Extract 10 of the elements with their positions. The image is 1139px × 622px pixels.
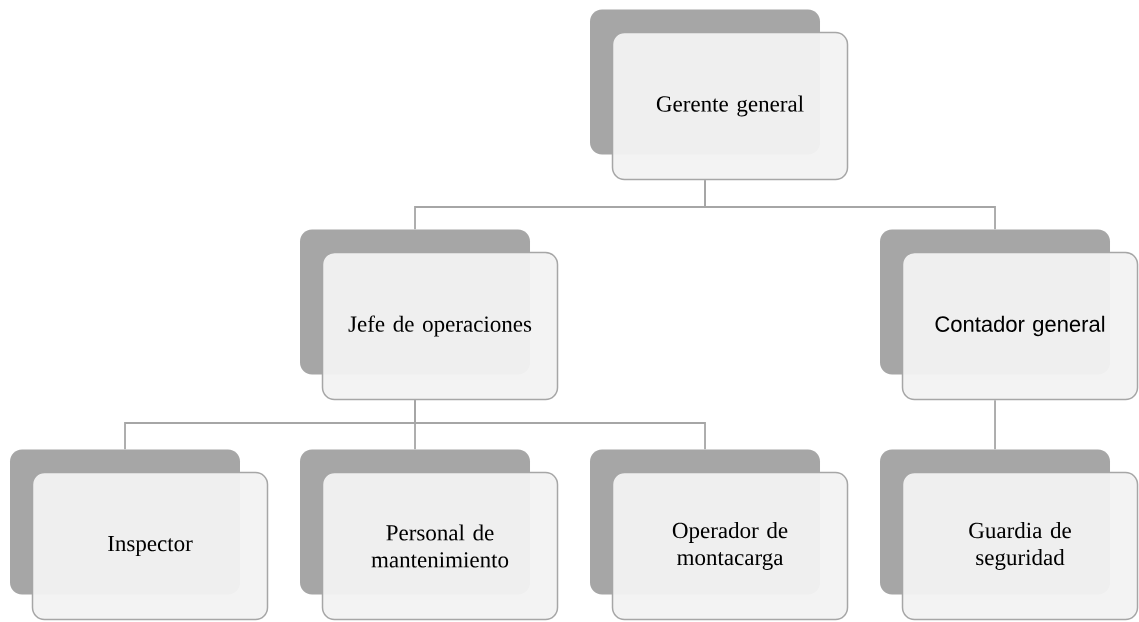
org-box: Personal de mantenimiento: [300, 449, 559, 621]
org-box: Jefe de operaciones: [300, 229, 559, 401]
org-box: Gerente general: [590, 9, 849, 181]
org-box: Contador general: [880, 229, 1139, 401]
connector-line: [414, 399, 706, 451]
connector-line: [994, 399, 996, 451]
org-box: Operador de montacarga: [590, 449, 849, 621]
connector-line: [704, 179, 996, 231]
org-box: Guardia de seguridad: [880, 449, 1139, 621]
org-box: Inspector: [10, 449, 269, 621]
